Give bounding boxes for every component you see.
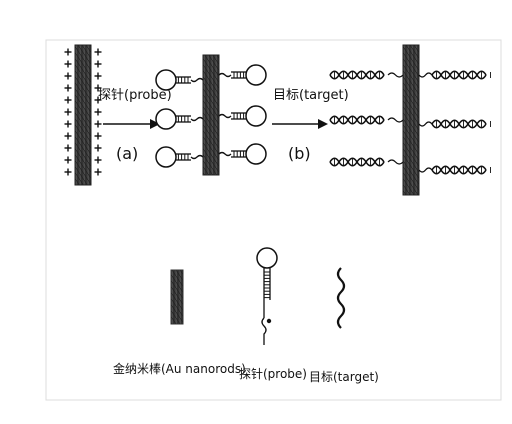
nanorod-with-probes <box>202 54 220 176</box>
positive-charges-left <box>64 48 72 176</box>
hairpin-probe <box>155 146 204 168</box>
plus-sign <box>94 120 102 128</box>
plus-sign <box>64 144 72 152</box>
dna-duplex <box>329 157 404 167</box>
label-step-a: (a) <box>116 144 139 163</box>
plus-sign <box>64 156 72 164</box>
probes-right-side <box>218 64 267 165</box>
hairpin-probe <box>218 64 267 86</box>
plus-sign <box>94 144 102 152</box>
bare-nanorod <box>74 44 92 186</box>
probes-left-side <box>155 69 204 168</box>
plus-sign <box>64 84 72 92</box>
arrow-a <box>103 119 160 129</box>
plus-sign <box>94 168 102 176</box>
plus-sign <box>64 96 72 104</box>
dna-duplex <box>418 165 491 175</box>
dna-duplex <box>329 70 404 80</box>
nanorod-with-targets <box>402 44 420 196</box>
dna-duplex <box>418 70 491 80</box>
plus-sign <box>64 72 72 80</box>
hairpin-probe <box>218 143 267 165</box>
label-probe-top: 探针(probe) <box>98 88 172 103</box>
plus-sign <box>64 108 72 116</box>
hairpin-probe <box>155 108 204 130</box>
plus-sign <box>94 108 102 116</box>
legend-label-target: 目标(target) <box>309 370 379 384</box>
plus-sign <box>94 156 102 164</box>
legend-target-icon <box>336 267 346 329</box>
arrow-b <box>272 119 328 129</box>
legend-probe-icon <box>256 247 278 345</box>
figure-frame <box>45 39 502 401</box>
dna-duplex <box>418 119 491 129</box>
plus-sign <box>94 132 102 140</box>
plus-sign <box>64 120 72 128</box>
label-target-top: 目标(target) <box>273 88 349 103</box>
plus-sign <box>94 96 102 104</box>
legend-label-nanorod: 金纳米棒(Au nanorods) <box>113 362 246 376</box>
hairpin-probe <box>218 105 267 127</box>
plus-sign <box>94 72 102 80</box>
plus-sign <box>64 60 72 68</box>
plus-sign <box>94 60 102 68</box>
positive-charges-right <box>94 48 102 176</box>
legend-nanorod-icon <box>170 269 184 325</box>
plus-sign <box>64 168 72 176</box>
plus-sign <box>64 48 72 56</box>
legend-label-probe: 探针(probe) <box>239 367 307 381</box>
plus-sign <box>94 48 102 56</box>
dna-duplex <box>329 115 404 125</box>
plus-sign <box>64 132 72 140</box>
hairpin-probe <box>155 69 204 91</box>
hybridized-duplexes <box>329 70 491 175</box>
label-step-b: (b) <box>288 144 311 163</box>
plus-sign <box>94 84 102 92</box>
